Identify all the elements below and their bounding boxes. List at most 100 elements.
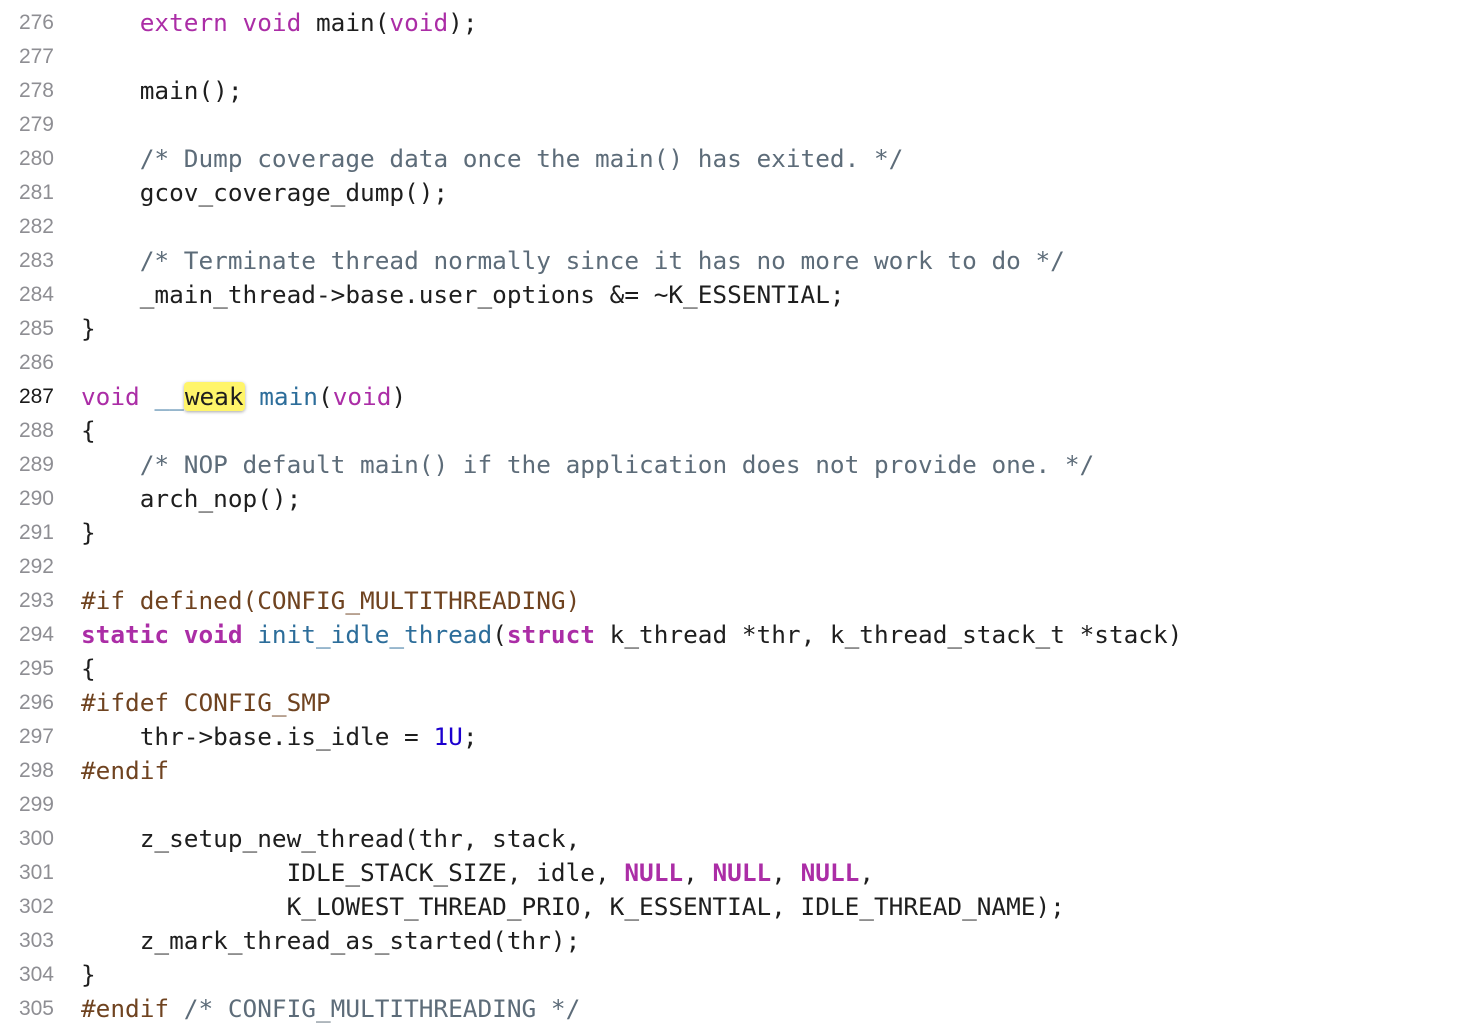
code-text[interactable]: gcov_coverage_dump();	[81, 176, 448, 210]
code-text[interactable]: }	[81, 312, 96, 346]
code-text[interactable]: }	[81, 958, 96, 992]
line-number[interactable]: 290	[18, 487, 54, 510]
code-text[interactable]: static void init_idle_thread(struct k_th…	[81, 618, 1182, 652]
code-line[interactable]: 290 arch_nop();	[0, 482, 1458, 516]
code-text[interactable]: }	[81, 516, 96, 550]
code-line[interactable]: 301 IDLE_STACK_SIZE, idle, NULL, NULL, N…	[0, 856, 1458, 890]
code-text[interactable]: #ifdef CONFIG_SMP	[81, 686, 331, 720]
code-line[interactable]: 303 z_mark_thread_as_started(thr);	[0, 924, 1458, 958]
line-number[interactable]: 282	[18, 215, 54, 238]
line-number[interactable]: 281	[18, 181, 54, 204]
code-line[interactable]: 298 #endif	[0, 754, 1458, 788]
code-token: {	[81, 416, 96, 445]
code-text[interactable]: {	[81, 414, 96, 448]
code-token: /* NOP default main() if the application…	[139, 450, 1095, 479]
line-number[interactable]: 289	[18, 453, 54, 476]
line-number[interactable]: 293	[18, 589, 54, 612]
code-token: k_thread *thr, k_thread_stack_t *stack)	[594, 620, 1183, 649]
code-token: /* Dump coverage data once the main() ha…	[139, 144, 904, 173]
code-line[interactable]: 293 #if defined(CONFIG_MULTITHREADING)	[0, 584, 1458, 618]
code-text[interactable]: #if defined(CONFIG_MULTITHREADING)	[81, 584, 580, 618]
code-token: main();	[81, 76, 243, 105]
code-line[interactable]: 285}	[0, 312, 1458, 346]
line-number[interactable]: 292	[18, 555, 54, 578]
code-token: NULL	[800, 858, 860, 887]
line-number[interactable]: 276	[18, 11, 54, 34]
code-line[interactable]: 277	[0, 40, 1458, 74]
code-text[interactable]: void __weak main(void)	[81, 380, 406, 414]
code-text[interactable]: #endif	[81, 754, 169, 788]
line-number[interactable]: 286	[18, 351, 54, 374]
line-number[interactable]: 304	[18, 963, 54, 986]
code-text[interactable]: /* Dump coverage data once the main() ha…	[81, 142, 904, 176]
code-line[interactable]: 292	[0, 550, 1458, 584]
code-line[interactable]: 291}	[0, 516, 1458, 550]
code-line[interactable]: 297 thr->base.is_idle = 1U;	[0, 720, 1458, 754]
code-line[interactable]: 276 extern void main(void);	[0, 6, 1458, 40]
code-token: NULL	[624, 858, 684, 887]
code-token: arch_nop();	[81, 484, 302, 513]
code-line[interactable]: 282	[0, 210, 1458, 244]
code-line[interactable]: 300 z_setup_new_thread(thr, stack,	[0, 822, 1458, 856]
code-line[interactable]: 305 #endif /* CONFIG_MULTITHREADING */	[0, 992, 1458, 1026]
code-line[interactable]: 294 static void init_idle_thread(struct k…	[0, 618, 1458, 652]
code-token: }	[81, 960, 96, 989]
line-number[interactable]: 278	[18, 79, 54, 102]
code-line[interactable]: 283 /* Terminate thread normally since i…	[0, 244, 1458, 278]
code-editor[interactable]: 276 extern void main(void); 277 278 main()…	[0, 6, 1458, 1026]
line-number[interactable]: 295	[18, 657, 54, 680]
line-number[interactable]: 299	[18, 793, 54, 816]
line-number[interactable]: 305	[18, 997, 54, 1020]
line-number[interactable]: 300	[18, 827, 54, 850]
code-line[interactable]: 304}	[0, 958, 1458, 992]
line-number[interactable]: 296	[18, 691, 54, 714]
code-token: static	[81, 620, 170, 649]
line-number[interactable]: 283	[18, 249, 54, 272]
code-text[interactable]: z_setup_new_thread(thr, stack,	[81, 822, 581, 856]
code-line[interactable]: 286	[0, 346, 1458, 380]
line-number[interactable]: 285	[18, 317, 54, 340]
line-number[interactable]: 301	[18, 861, 54, 884]
code-line[interactable]: 280 /* Dump coverage data once the main(…	[0, 142, 1458, 176]
code-text[interactable]: main();	[81, 74, 243, 108]
line-number[interactable]: 287	[18, 385, 54, 408]
line-number[interactable]: 284	[18, 283, 54, 306]
line-number[interactable]: 298	[18, 759, 54, 782]
code-line[interactable]: 284 _main_thread->base.user_options &= ~…	[0, 278, 1458, 312]
code-line[interactable]: 279	[0, 108, 1458, 142]
code-text[interactable]: /* Terminate thread normally since it ha…	[81, 244, 1065, 278]
code-text[interactable]: {	[81, 652, 96, 686]
code-text[interactable]: arch_nop();	[81, 482, 302, 516]
code-token: extern	[139, 8, 228, 37]
code-line[interactable]: 296 #ifdef CONFIG_SMP	[0, 686, 1458, 720]
code-line[interactable]: 278 main();	[0, 74, 1458, 108]
code-line[interactable]: 302 K_LOWEST_THREAD_PRIO, K_ESSENTIAL, I…	[0, 890, 1458, 924]
line-number[interactable]: 303	[18, 929, 54, 952]
code-line[interactable]: 295 {	[0, 652, 1458, 686]
code-line[interactable]: 299	[0, 788, 1458, 822]
line-number[interactable]: 291	[18, 521, 54, 544]
line-number[interactable]: 297	[18, 725, 54, 748]
code-text[interactable]: #endif /* CONFIG_MULTITHREADING */	[81, 992, 580, 1026]
code-token	[169, 994, 184, 1023]
code-text[interactable]: /* NOP default main() if the application…	[81, 448, 1095, 482]
line-number[interactable]: 279	[18, 113, 54, 136]
line-number[interactable]: 294	[18, 623, 54, 646]
code-line[interactable]: 289 /* NOP default main() if the applica…	[0, 448, 1458, 482]
line-number[interactable]: 277	[18, 45, 54, 68]
code-token: void	[242, 8, 302, 37]
code-text[interactable]: K_LOWEST_THREAD_PRIO, K_ESSENTIAL, IDLE_…	[81, 890, 1065, 924]
code-line[interactable]: 287 void __weak main(void)	[0, 380, 1458, 414]
code-text[interactable]: _main_thread->base.user_options &= ~K_ES…	[81, 278, 845, 312]
code-text[interactable]: z_mark_thread_as_started(thr);	[81, 924, 581, 958]
code-text[interactable]: extern void main(void);	[81, 6, 478, 40]
code-token: K_LOWEST_THREAD_PRIO, K_ESSENTIAL, IDLE_…	[81, 892, 1065, 921]
code-text[interactable]: IDLE_STACK_SIZE, idle, NULL, NULL, NULL,	[81, 856, 874, 890]
line-number[interactable]: 280	[18, 147, 54, 170]
code-token: /* Terminate thread normally since it ha…	[139, 246, 1065, 275]
code-line[interactable]: 281 gcov_coverage_dump();	[0, 176, 1458, 210]
code-line[interactable]: 288 {	[0, 414, 1458, 448]
line-number[interactable]: 288	[18, 419, 54, 442]
line-number[interactable]: 302	[18, 895, 54, 918]
code-text[interactable]: thr->base.is_idle = 1U;	[81, 720, 478, 754]
